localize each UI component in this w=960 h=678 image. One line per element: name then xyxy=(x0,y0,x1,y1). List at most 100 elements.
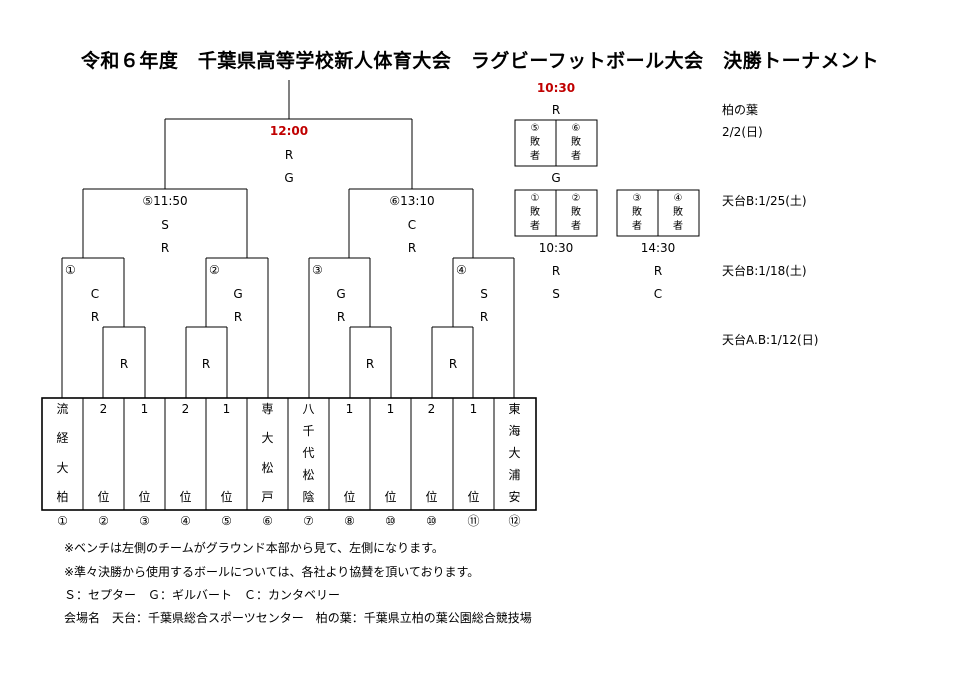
fifth-place-cell-text: 敗 xyxy=(571,207,581,218)
team-name-char: 大 xyxy=(508,446,521,460)
final-time: 12:00 xyxy=(269,124,309,138)
team-name-char: 1 xyxy=(469,402,478,416)
team-name-char: 代 xyxy=(302,446,315,460)
quarterfinal-1-referee-1: C xyxy=(90,287,100,301)
final-referee-1: R xyxy=(284,148,294,162)
team-name-char: 流 xyxy=(56,402,69,416)
seed-number: ⑧ xyxy=(344,514,355,528)
seed-number: ③ xyxy=(139,514,150,528)
team-column: 八千代松陰 xyxy=(288,398,329,508)
quarterfinal-4-referee-1: S xyxy=(480,287,488,301)
team-name-char: 大 xyxy=(56,461,69,475)
quarterfinal-4-referee-2: R xyxy=(479,310,489,324)
fifth-place-cell-text: 者 xyxy=(530,221,540,232)
seventh-place-cell-text: ④ xyxy=(673,193,683,204)
seed-number: ⑥ xyxy=(262,514,273,528)
team-name-char: 位 xyxy=(220,490,233,504)
seed-number: ⑩ xyxy=(385,514,396,528)
team-name-char: 位 xyxy=(425,490,438,504)
team-name-char: 位 xyxy=(467,490,480,504)
seventh-place-cell-text: 敗 xyxy=(673,207,683,218)
team-name-char: 2 xyxy=(99,402,108,416)
note-venues: 会場名 天台：千葉県総合スポーツセンター 柏の葉：千葉県立柏の葉公園総合競技場 xyxy=(64,611,532,625)
team-name-char: 位 xyxy=(343,490,356,504)
quarterfinal-4-number: ④ xyxy=(456,263,467,277)
team-name-char: 安 xyxy=(508,490,521,504)
team-name-char: 位 xyxy=(179,490,192,504)
third-place-cell-text: ⑥ xyxy=(571,123,581,134)
team-name-char: 松 xyxy=(302,468,315,482)
third-place-cell-text: 敗 xyxy=(530,137,540,148)
team-name-char: 経 xyxy=(56,431,69,445)
third-place-cell-text: 者 xyxy=(571,151,581,162)
team-name-char: 1 xyxy=(222,402,231,416)
seed-number: ④ xyxy=(180,514,191,528)
team-name-char: 位 xyxy=(97,490,110,504)
team-name-char: 専 xyxy=(261,402,274,416)
quarterfinal-1-number: ① xyxy=(65,263,76,277)
team-name-char: 浦 xyxy=(508,468,521,482)
team-name-char: 陰 xyxy=(302,490,315,504)
seed-number: ⑪ xyxy=(467,514,480,528)
seed-number: ① xyxy=(57,514,68,528)
page-title: 令和６年度 千葉県高等学校新人体育大会 ラグビーフットボール大会 決勝トーナメン… xyxy=(80,50,880,72)
third-place-cell-text: 者 xyxy=(530,151,540,162)
seed-number: ⑤ xyxy=(221,514,232,528)
schedule-semifinal-date: 天台B:1/25(土) xyxy=(722,194,807,208)
seed-number: ⑫ xyxy=(508,514,521,528)
first-round-2-referee: R xyxy=(201,357,211,371)
seventh-place-time: 14:30 xyxy=(640,241,676,255)
schedule-final-date: 2/2(日) xyxy=(722,125,763,139)
quarterfinal-2-number: ② xyxy=(209,263,220,277)
semifinal-2-referee-1: C xyxy=(407,218,417,232)
fifth-place-referee-2: S xyxy=(552,287,560,301)
team-name-char: 1 xyxy=(345,402,354,416)
team-name-char: 戸 xyxy=(261,490,274,504)
third-place-time: 10:30 xyxy=(536,81,576,95)
seed-number: ② xyxy=(98,514,109,528)
seed-number: ⑩ xyxy=(426,514,437,528)
note-ball-sponsor: ※準々決勝から使用するボールについては、各社より協賛を頂いております。 xyxy=(64,565,480,579)
quarterfinal-3-referee-2: R xyxy=(336,310,346,324)
quarterfinal-2-referee-1: G xyxy=(233,287,243,301)
seventh-place-cell-text: 者 xyxy=(673,221,683,232)
seventh-place-cell-text: 敗 xyxy=(632,207,642,218)
team-column: 東海大浦安 xyxy=(494,398,535,508)
fifth-place-referee-1: R xyxy=(551,264,561,278)
team-name-char: 位 xyxy=(138,490,151,504)
third-place-referee-1: R xyxy=(551,103,561,117)
team-name-char: 海 xyxy=(508,424,521,438)
team-name-char: 2 xyxy=(181,402,190,416)
quarterfinal-3-number: ③ xyxy=(312,263,323,277)
team-name-char: 柏 xyxy=(56,490,69,504)
team-column: 流経大柏 xyxy=(42,398,83,508)
team-name-char: 東 xyxy=(508,402,521,416)
final-referee-2: G xyxy=(284,171,294,185)
seventh-place-cell-text: 者 xyxy=(632,221,642,232)
fifth-place-time: 10:30 xyxy=(538,241,574,255)
schedule-final-venue: 柏の葉 xyxy=(722,103,759,117)
team-column: 専大松戸 xyxy=(247,398,288,508)
team-name-char: 1 xyxy=(386,402,395,416)
semifinal-2-referee-2: R xyxy=(407,241,417,255)
quarterfinal-1-referee-2: R xyxy=(90,310,100,324)
fifth-place-cell-text: ① xyxy=(530,193,540,204)
seventh-place-referee-1: R xyxy=(653,264,663,278)
note-ball-legend: Ｓ：セプター Ｇ：ギルバート Ｃ：カンタベリー xyxy=(64,588,341,602)
fifth-place-cell-text: 者 xyxy=(571,221,581,232)
third-place-referee-2: G xyxy=(551,171,561,185)
semifinal-1-label: ⑤11:50 xyxy=(142,194,188,208)
team-name-char: 2 xyxy=(427,402,436,416)
team-name-char: 松 xyxy=(261,461,274,475)
team-name-char: 大 xyxy=(261,431,274,445)
quarterfinal-3-referee-1: G xyxy=(336,287,346,301)
schedule-quarterfinal-date: 天台B:1/18(土) xyxy=(722,264,807,278)
fifth-place-cell-text: 敗 xyxy=(530,207,540,218)
seventh-place-referee-2: C xyxy=(653,287,663,301)
